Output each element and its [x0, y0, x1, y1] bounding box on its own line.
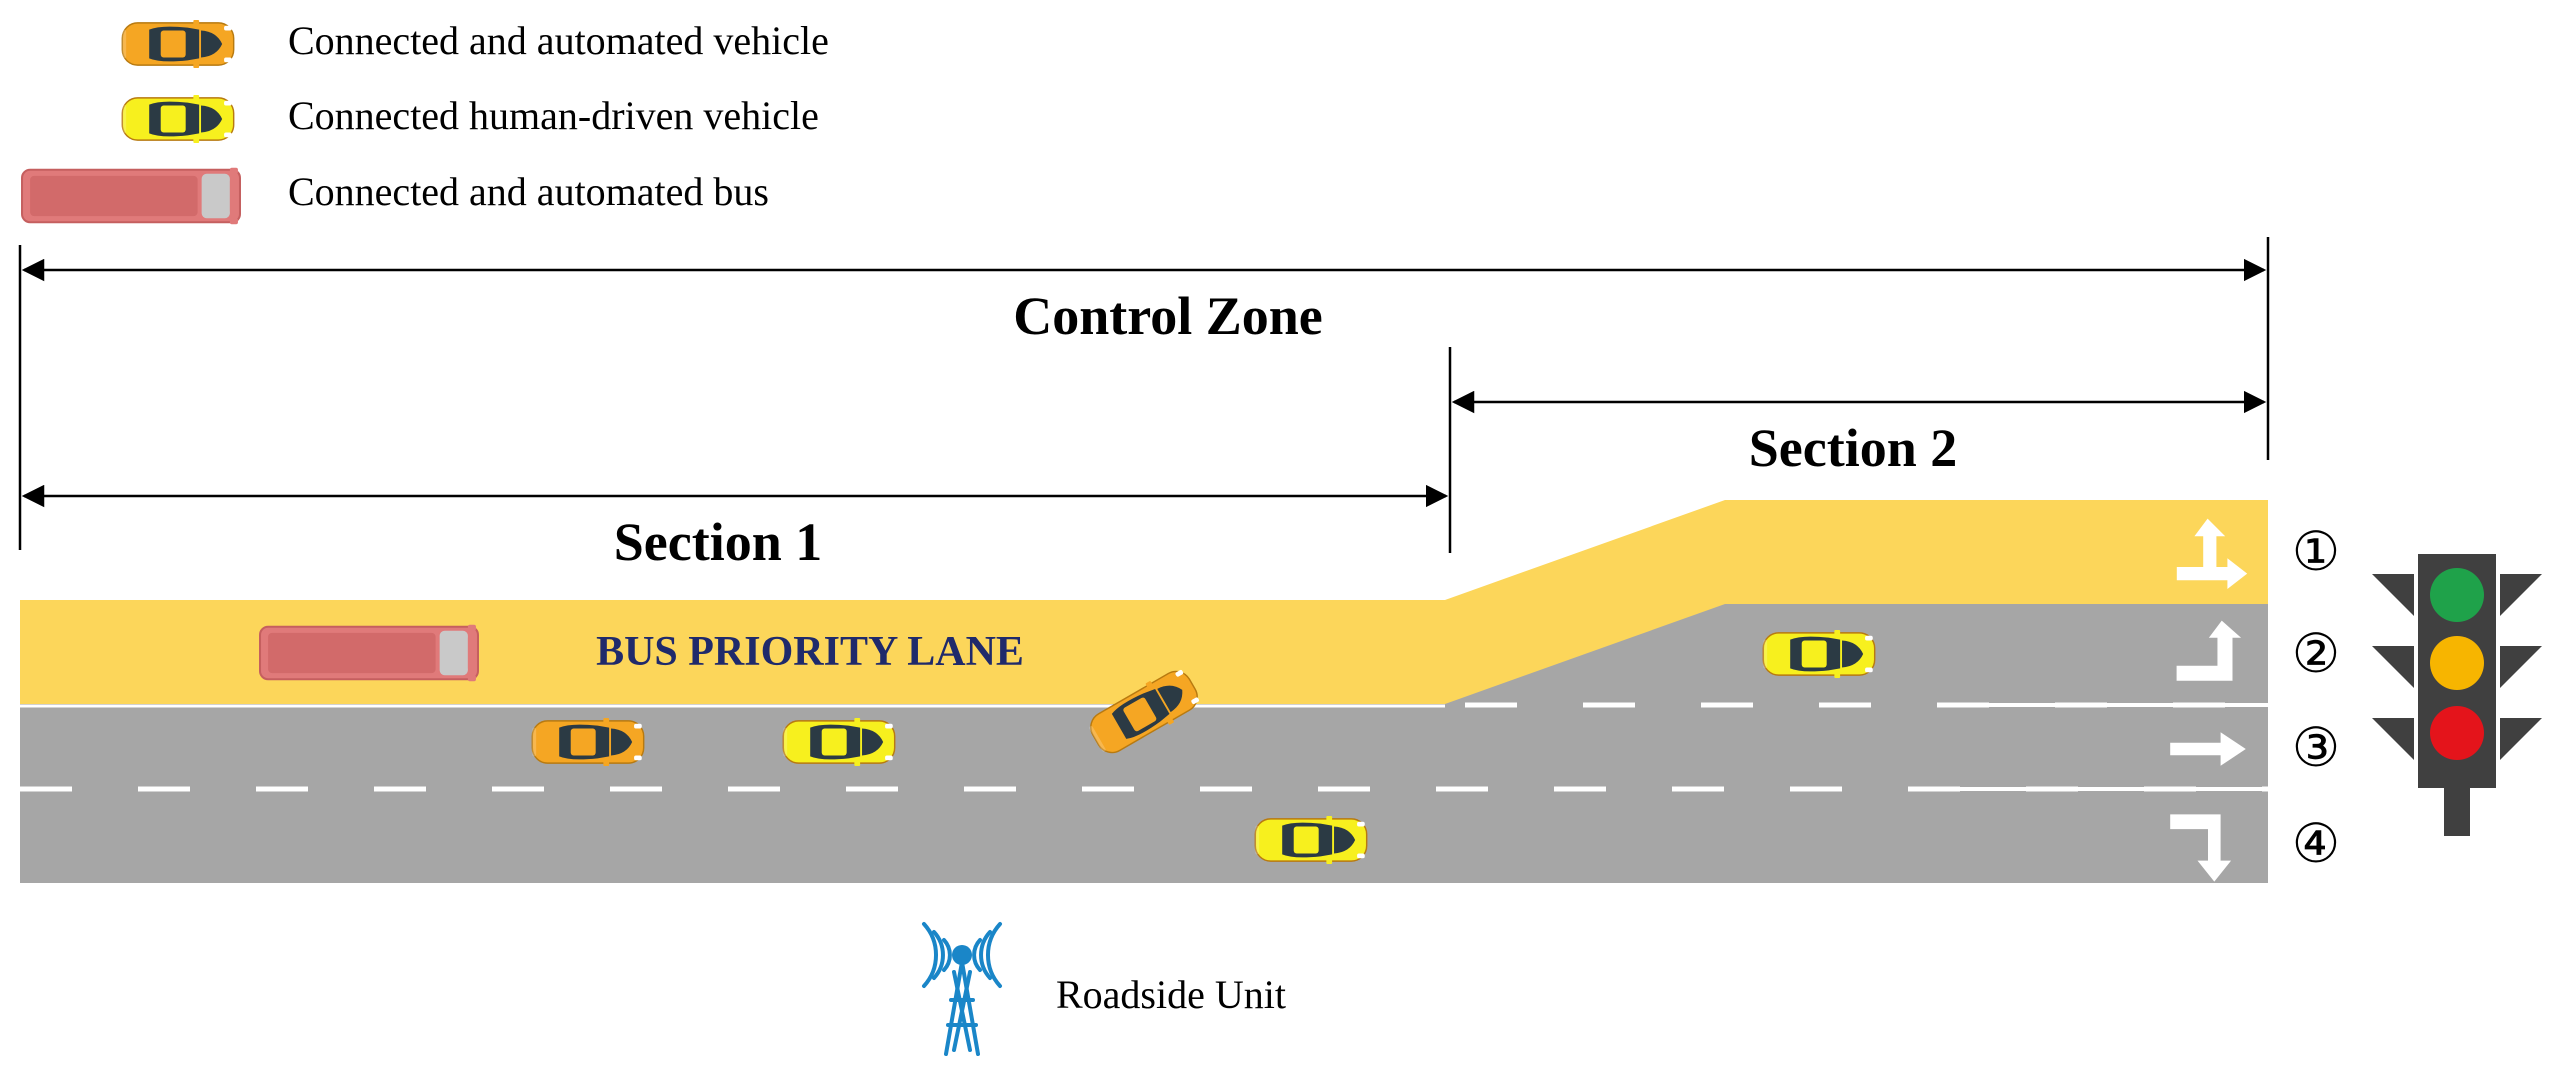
bus-lane-label: BUS PRIORITY LANE [596, 629, 1024, 675]
orange-car-icon [531, 718, 645, 766]
legend-item-cav: Connected and automated vehicle [121, 18, 829, 68]
yellow-car-icon [1762, 630, 1876, 678]
legend-label-cav: Connected and automated vehicle [288, 18, 829, 63]
red-light [2430, 706, 2484, 760]
visor-left-1 [2372, 574, 2414, 616]
yellow-car-icon [782, 718, 896, 766]
legend-item-hdv: Connected human-driven vehicle [121, 93, 819, 143]
yellow-car-icon [121, 95, 235, 143]
traffic-light [2372, 554, 2542, 836]
roadside-unit-label: Roadside Unit [1056, 972, 1286, 1017]
legend-item-bus: Connected and automated bus [20, 166, 769, 226]
lane-number-4: ④ [2292, 814, 2340, 874]
bus-priority-lane [20, 500, 2268, 704]
orange-car-icon [121, 20, 235, 68]
lane-number-1: ① [2292, 522, 2340, 582]
bus-icon [20, 166, 242, 226]
legend-label-bus: Connected and automated bus [288, 169, 769, 214]
lane-number-2: ② [2292, 624, 2340, 684]
dimension-lines [18, 237, 2270, 553]
visor-left-3 [2372, 718, 2414, 760]
bus-icon [258, 623, 480, 683]
green-light [2430, 568, 2484, 622]
visor-left-2 [2372, 646, 2414, 688]
lane-numbers: ① ② ③ ④ [2292, 522, 2340, 874]
roadside-unit: Roadside Unit [922, 922, 1286, 1056]
antenna-head [952, 945, 972, 965]
yellow-car-icon [1254, 816, 1368, 864]
legend-label-hdv: Connected human-driven vehicle [288, 93, 819, 138]
control-zone-label: Control Zone [1013, 286, 1323, 346]
antenna-icon [922, 922, 1002, 1056]
yellow-light [2430, 636, 2484, 690]
section-2-label: Section 2 [1749, 418, 1958, 478]
legend: Connected and automated vehicle Connecte… [20, 18, 829, 226]
visor-right-2 [2500, 646, 2542, 688]
traffic-light-pole [2444, 780, 2470, 836]
section-1-label: Section 1 [614, 512, 823, 572]
visor-right-1 [2500, 574, 2542, 616]
visor-right-3 [2500, 718, 2542, 760]
lane-number-3: ③ [2292, 718, 2340, 778]
